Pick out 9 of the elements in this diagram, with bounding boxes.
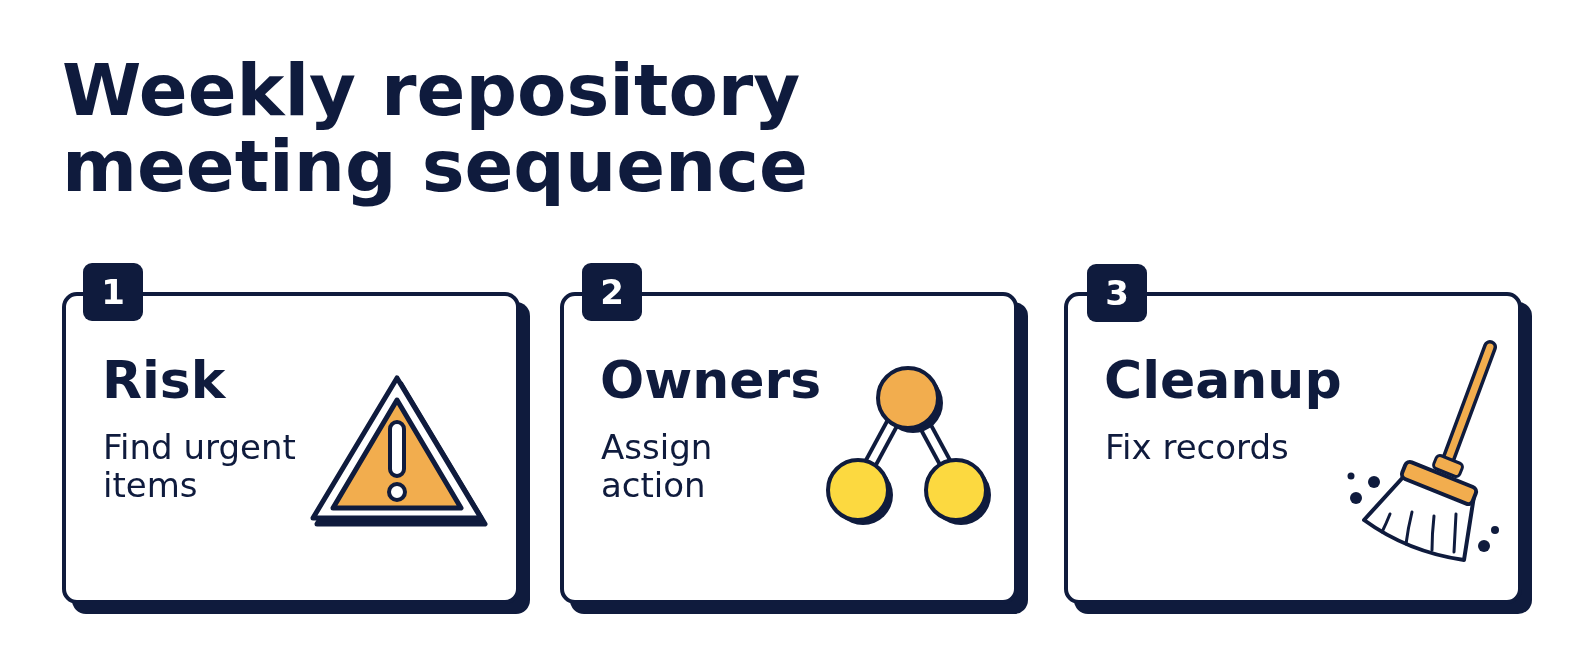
card-heading: Owners <box>600 350 822 410</box>
card-description: Find urgent items <box>103 428 297 504</box>
card-description: Fix records <box>1105 428 1290 466</box>
card-heading: Risk <box>102 350 226 410</box>
card-description: Assign action <box>601 428 714 504</box>
card-heading: Cleanup <box>1104 350 1342 410</box>
step-number-badge: 1 <box>83 263 143 321</box>
step-number-badge: 2 <box>582 263 642 321</box>
step-number-badge: 3 <box>1087 264 1147 322</box>
